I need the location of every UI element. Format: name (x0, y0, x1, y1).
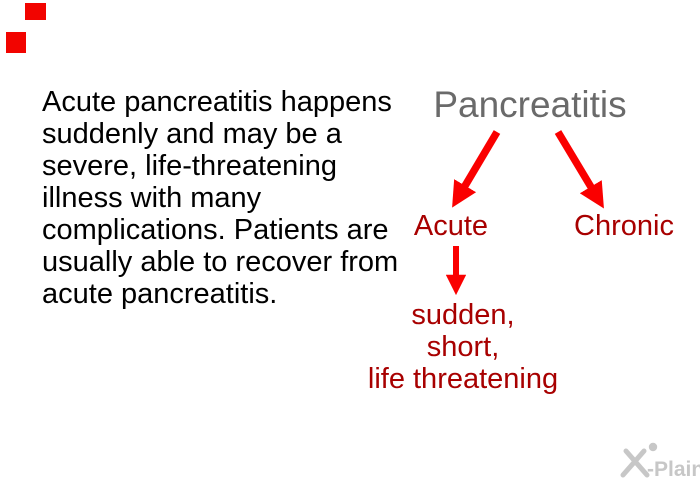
arrow-root-to-chronic (554, 130, 604, 209)
decor-square-top (25, 3, 46, 20)
diagram-root-label: Pancreatitis (433, 84, 627, 125)
xplain-watermark: -Plain (620, 442, 700, 478)
decor-square-left (6, 32, 26, 53)
watermark-text: -Plain (647, 458, 700, 478)
person-body-icon (620, 448, 650, 478)
chronic-label: Chronic (574, 210, 674, 242)
acute-detail-text: sudden, short, life threatening (367, 299, 559, 395)
arrow-root-to-acute (452, 130, 501, 208)
person-head-icon (648, 442, 658, 452)
intro-paragraph: Acute pancreatitis happens suddenly and … (42, 86, 399, 310)
acute-label: Acute (413, 210, 489, 242)
